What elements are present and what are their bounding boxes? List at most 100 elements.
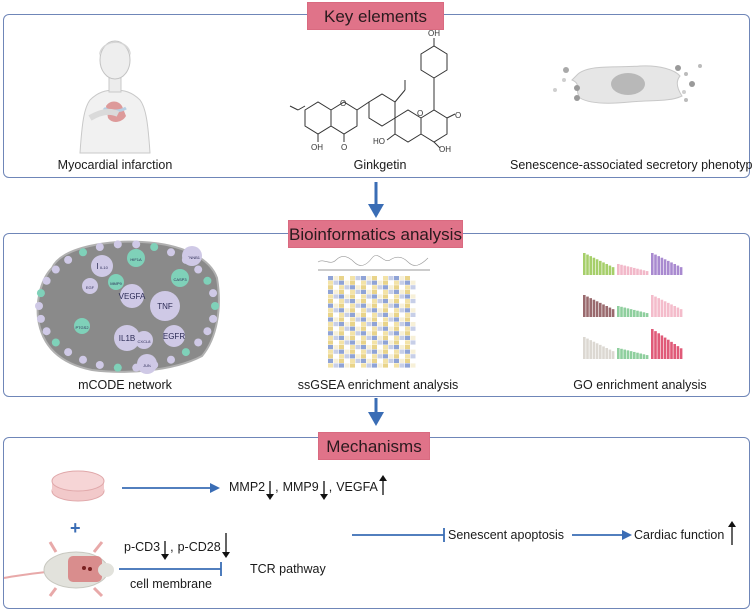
heatmap-cell (333, 335, 339, 340)
mechanisms-title: Mechanisms (318, 432, 430, 460)
network-node (95, 360, 104, 369)
network-node (209, 289, 218, 298)
heatmap-cell (394, 354, 399, 359)
go-bar (673, 344, 676, 359)
heatmap-cell (355, 308, 361, 313)
go-bar (586, 296, 589, 317)
heatmap-cell (372, 335, 377, 340)
heatmap-cell (328, 358, 333, 363)
heatmap-cell (333, 326, 339, 331)
heatmap-cell (344, 285, 350, 290)
go-bar (645, 313, 649, 317)
heatmap-cell (344, 358, 350, 363)
go-bar (620, 264, 623, 275)
heatmap-cell (366, 345, 372, 350)
heatmap-cell (350, 358, 355, 363)
heatmap-cell (394, 358, 399, 363)
heatmap-cell (339, 312, 344, 317)
heatmap-cell (355, 294, 361, 299)
heatmap-cell (377, 340, 383, 345)
network-node (135, 331, 153, 349)
heatmap-cell (410, 363, 416, 368)
heatmap-cell (388, 312, 394, 317)
heatmap-cell (361, 354, 366, 359)
marker-sep: , (275, 480, 279, 494)
plus-sign: + (70, 518, 81, 538)
inhibition-line-1 (119, 562, 222, 576)
senescent-apoptosis-label: Senescent apoptosis (448, 528, 565, 542)
inhibition-line-2 (352, 528, 445, 542)
heatmap-cell (377, 354, 383, 359)
heatmap-cell (372, 294, 377, 299)
heatmap-cell (405, 280, 410, 285)
heatmap-cell (350, 308, 355, 313)
heatmap-cell (366, 289, 372, 294)
heatmap-cell (355, 340, 361, 345)
heatmap-cell (355, 280, 361, 285)
heatmap-cell (344, 276, 350, 281)
heatmap-cell (339, 363, 344, 368)
go-bar (633, 351, 636, 359)
heatmap-cell (377, 308, 383, 313)
go-bar (660, 299, 664, 317)
heatmap-cell (333, 340, 339, 345)
heatmap-cell (372, 312, 377, 317)
network-node (132, 240, 141, 249)
heatmap-cell (383, 354, 388, 359)
heatmap-cell (394, 294, 399, 299)
network-node (211, 302, 219, 310)
heatmap-cell (388, 299, 394, 304)
go-bar (639, 311, 642, 317)
heatmap-cell (333, 280, 339, 285)
network-node (64, 255, 73, 264)
heatmap-cell (328, 312, 333, 317)
heatmap-cell (339, 331, 344, 336)
heatmap-cell (399, 280, 405, 285)
network-node (194, 265, 203, 274)
heatmap-cell (399, 303, 405, 308)
heatmap-cell (328, 303, 333, 308)
marker-list: MMP2 , MMP9 , VEGFA (229, 475, 388, 502)
heatmap-cell (366, 363, 372, 368)
heatmap-cell (394, 326, 399, 331)
heatmap-cell (361, 322, 366, 327)
heatmap-cell (361, 317, 366, 322)
heatmap-cell (410, 289, 416, 294)
heatmap-cell (339, 326, 344, 331)
sasp-label: Senescence-associated secretory phenotyp… (510, 158, 753, 172)
heatmap-cell (372, 285, 377, 290)
heatmap-cell (405, 294, 410, 299)
go-bar (676, 307, 680, 317)
heatmap-cell (383, 303, 388, 308)
network-node (120, 284, 144, 308)
heatmap-cell (366, 308, 372, 313)
heatmap-cell (377, 322, 383, 327)
heatmap-cell (333, 317, 339, 322)
heatmap-cell (339, 299, 344, 304)
heatmap-cell (339, 345, 344, 350)
heatmap-cell (355, 349, 361, 354)
heatmap-cell (366, 349, 372, 354)
heatmap-cell (361, 280, 366, 285)
heatmap-cell (350, 317, 355, 322)
myocardial-infarction-label: Myocardial infarction (57, 158, 173, 172)
go-bar (592, 299, 596, 317)
heatmap-cell (399, 326, 405, 331)
heatmap-cell (383, 294, 388, 299)
heatmap-cell (366, 276, 372, 281)
heatmap-cell (388, 331, 394, 336)
heatmap-cell (405, 289, 410, 294)
heatmap-cell (383, 345, 388, 350)
heatmap-cell (372, 354, 377, 359)
heatmap-cell (361, 345, 366, 350)
heatmap-cell (377, 326, 383, 331)
heatmap-cell (383, 331, 388, 336)
network-node (36, 314, 45, 323)
heatmap-cell (383, 335, 388, 340)
go-bar (586, 338, 589, 359)
heatmap-cell (355, 345, 361, 350)
tcr-pathway-label: TCR pathway (250, 562, 326, 576)
go-bar (623, 307, 626, 317)
go-bar (589, 298, 592, 317)
network-node (79, 248, 87, 257)
